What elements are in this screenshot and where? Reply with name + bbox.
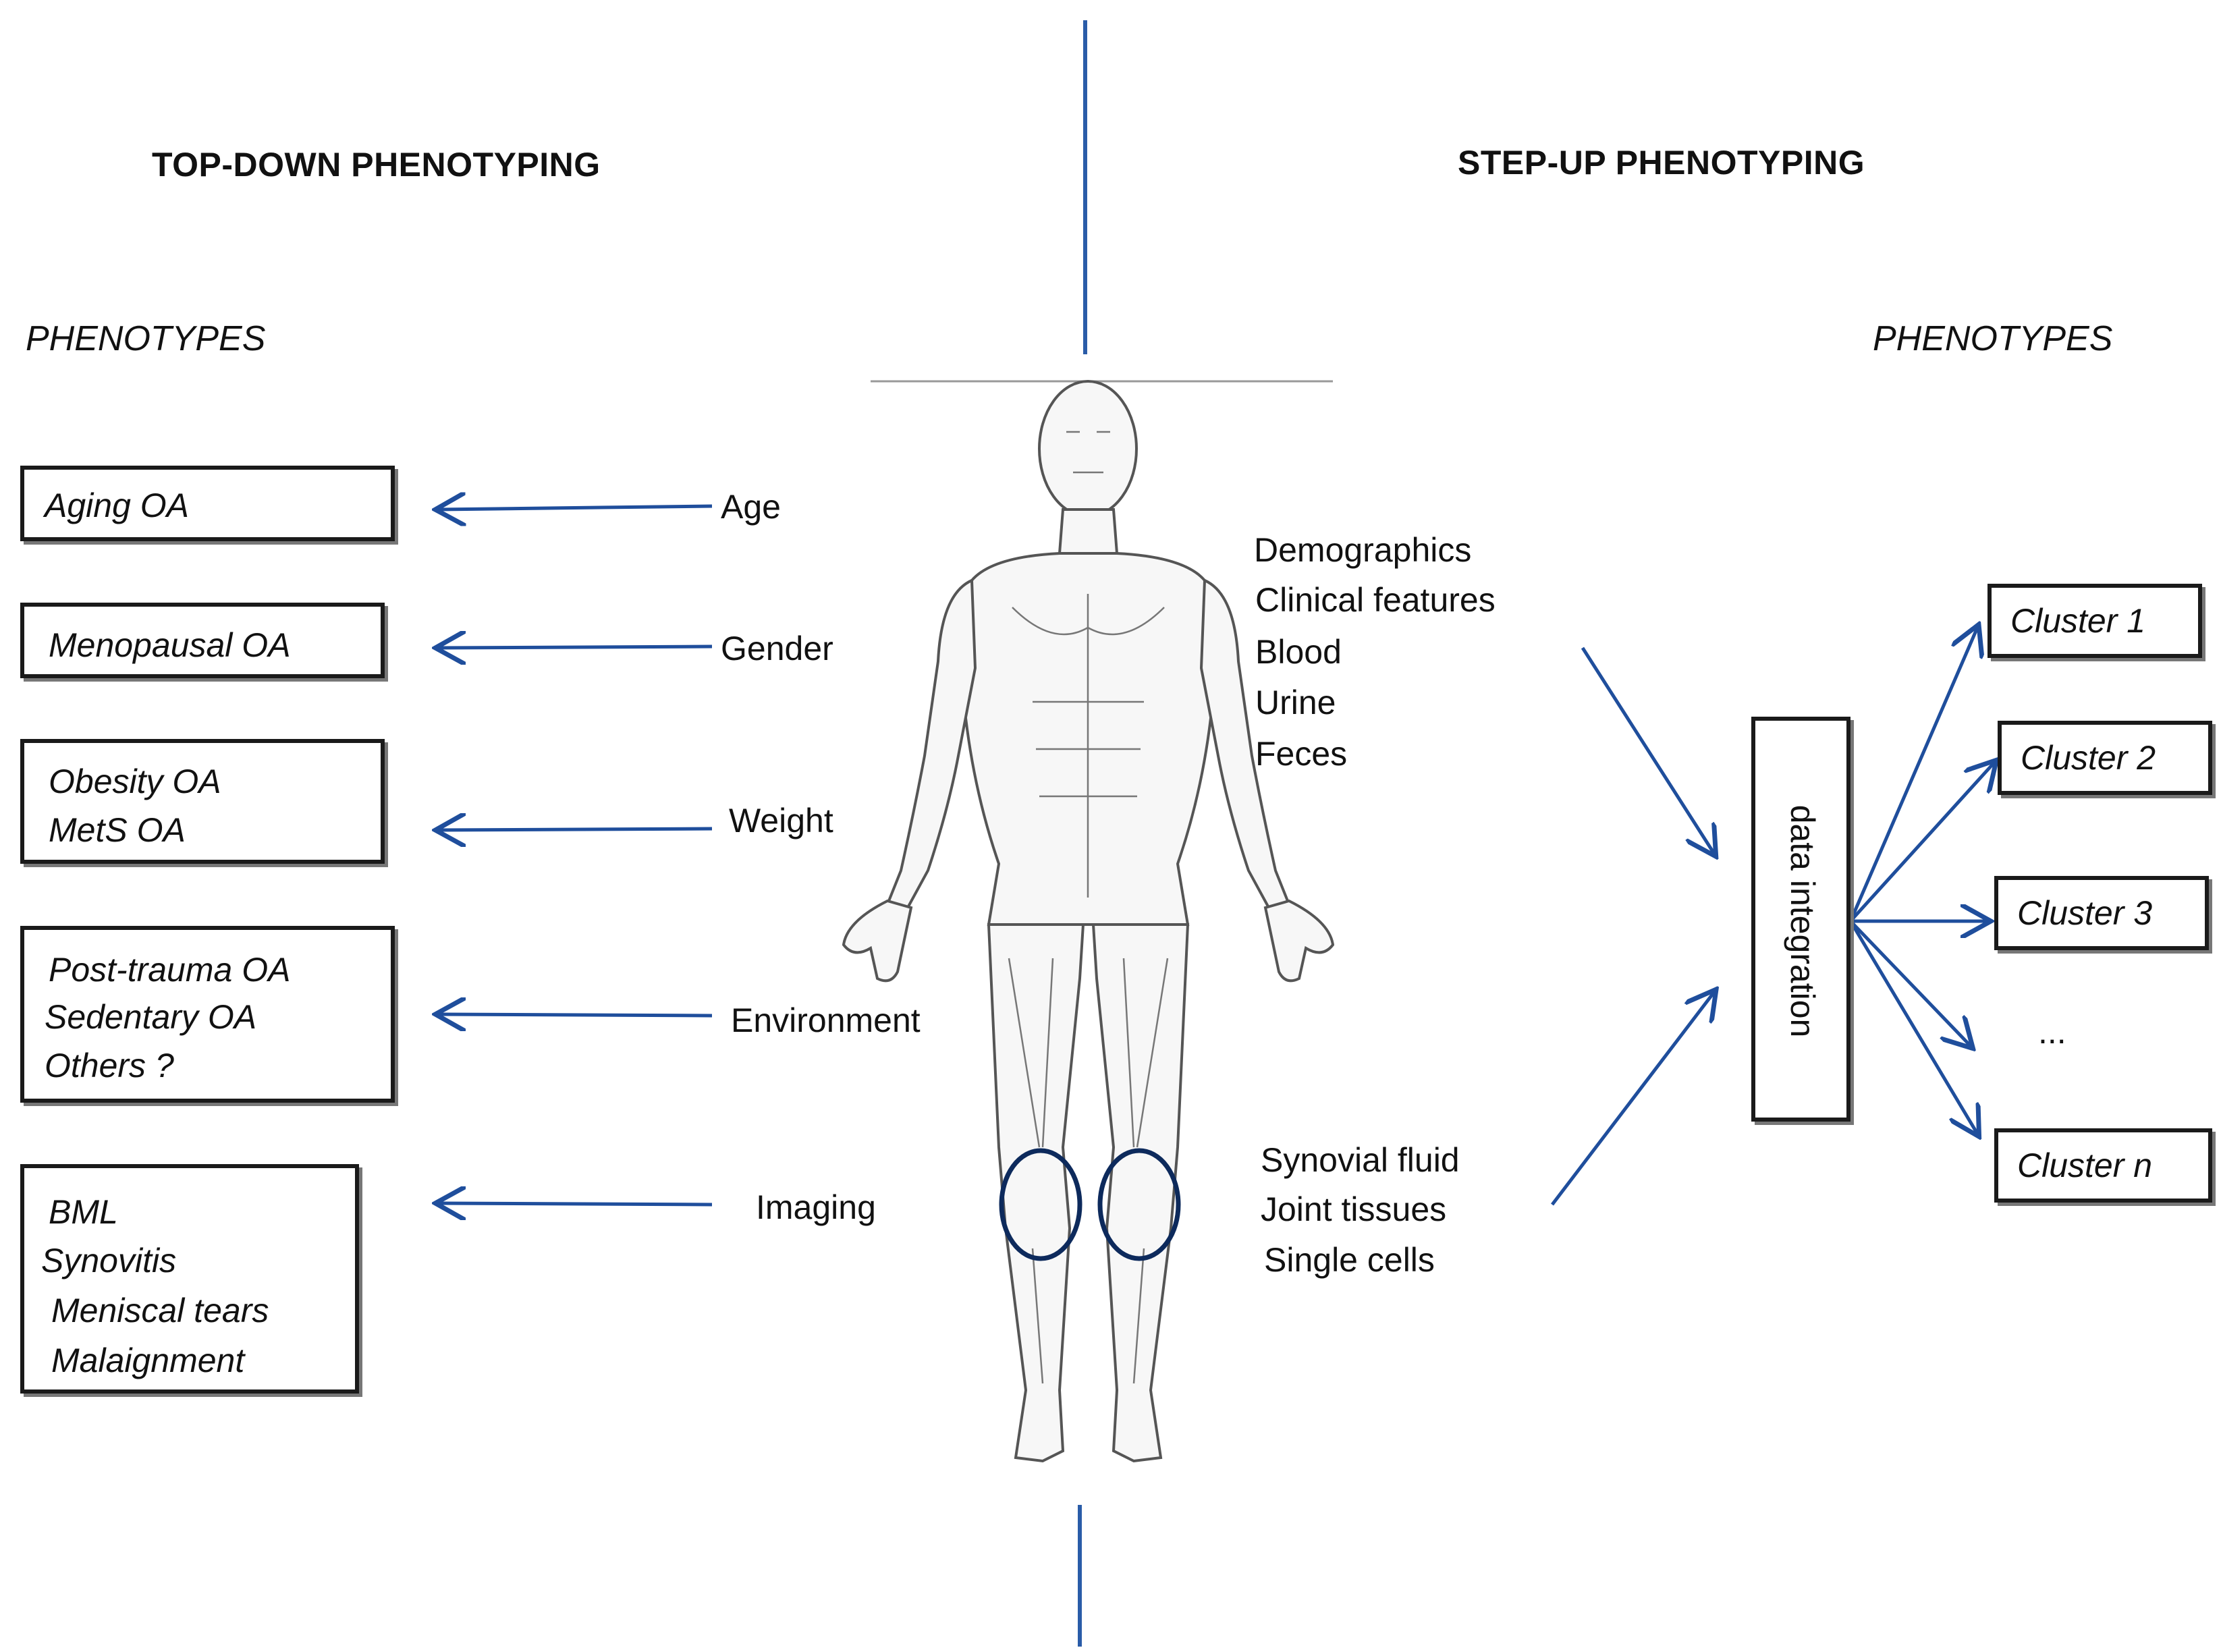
phenotype-line: Obesity OA — [49, 763, 221, 800]
phenotypes-label-left: PHENOTYPES — [26, 319, 266, 358]
phenotype-line: Menopausal OA — [49, 626, 291, 664]
phenotype-line: Post-trauma OA — [49, 951, 291, 989]
arrow-age — [439, 506, 713, 510]
factor-environment: Environment — [731, 1001, 921, 1039]
human-figure — [842, 380, 1335, 1463]
arrow-weight — [439, 829, 713, 830]
phenotype-line: Meniscal tears — [51, 1292, 269, 1329]
figure-head — [1038, 380, 1138, 518]
phenotype-line: Aging OA — [45, 487, 190, 524]
figure-arm-left — [885, 578, 977, 910]
input-joint-tissues: Joint tissues — [1261, 1190, 1447, 1228]
phenotype-box-imaging: BML Synovitis Meniscal tears Malaignment — [20, 1164, 359, 1394]
data-integration-box: data integration — [1751, 717, 1850, 1122]
input-blood: Blood — [1255, 633, 1342, 671]
arrow-cluster-2 — [1849, 763, 1994, 923]
factor-imaging: Imaging — [756, 1188, 876, 1226]
phenotype-box-aging: Aging OA — [20, 466, 395, 541]
cluster-n: Cluster n — [1994, 1128, 2212, 1203]
figure-details — [1008, 431, 1169, 1384]
arrow-imaging — [439, 1203, 713, 1205]
figure-arm-right — [1199, 578, 1291, 910]
figure-neck — [1058, 508, 1119, 555]
phenotype-line: Sedentary OA — [45, 998, 257, 1036]
arrow-cluster-1 — [1848, 628, 1977, 922]
input-single-cells: Single cells — [1264, 1241, 1435, 1279]
arrow-lower-in — [1551, 992, 1714, 1206]
figure-hand-left — [842, 899, 913, 983]
arrow-cluster-n — [1848, 920, 1977, 1134]
knee-circle-left — [999, 1148, 1082, 1261]
arrow-cluster-dots — [1849, 920, 1971, 1046]
phenotypes-label-right: PHENOTYPES — [1873, 319, 2113, 358]
phenotype-box-menopausal: Menopausal OA — [20, 603, 385, 678]
knee-circle-right — [1097, 1148, 1181, 1261]
cluster-2: Cluster 2 — [1998, 721, 2212, 795]
input-demographics: Demographics — [1254, 531, 1472, 569]
factor-age: Age — [721, 488, 781, 526]
phenotype-box-post-trauma: Post-trauma OA Sedentary OA Others ? — [20, 926, 395, 1103]
phenotype-line: MetS OA — [49, 811, 186, 849]
cluster-1: Cluster 1 — [1987, 584, 2202, 658]
cluster-ellipsis: ... — [2038, 1013, 2066, 1051]
data-integration-label: data integration — [1784, 804, 1821, 1038]
phenotype-line: Synovitis — [41, 1242, 177, 1279]
arrow-gender — [439, 646, 713, 648]
topdown-arrows — [439, 506, 713, 1205]
stepup-arrows — [1551, 628, 1994, 1206]
phenotype-line: Others ? — [45, 1047, 174, 1084]
arrow-environment — [439, 1014, 713, 1016]
input-clinical-features: Clinical features — [1255, 581, 1496, 619]
factor-gender: Gender — [721, 630, 833, 667]
input-feces: Feces — [1255, 735, 1348, 773]
figure-hand-right — [1263, 899, 1335, 983]
input-synovial-fluid: Synovial fluid — [1261, 1141, 1460, 1179]
figure-leg-right — [1091, 923, 1190, 1463]
phenotype-line: BML — [49, 1193, 118, 1231]
heading-top-down: TOP-DOWN PHENOTYPING — [152, 146, 601, 184]
heading-step-up: STEP-UP PHENOTYPING — [1458, 144, 1865, 182]
phenotype-box-obesity: Obesity OA MetS OA — [20, 739, 385, 864]
input-urine: Urine — [1255, 684, 1336, 721]
arrow-upper-in — [1581, 646, 1714, 854]
phenotype-line: Malaignment — [51, 1342, 245, 1379]
factor-weight: Weight — [729, 802, 833, 839]
cluster-3: Cluster 3 — [1994, 876, 2209, 950]
knee-highlights — [999, 1148, 1181, 1261]
